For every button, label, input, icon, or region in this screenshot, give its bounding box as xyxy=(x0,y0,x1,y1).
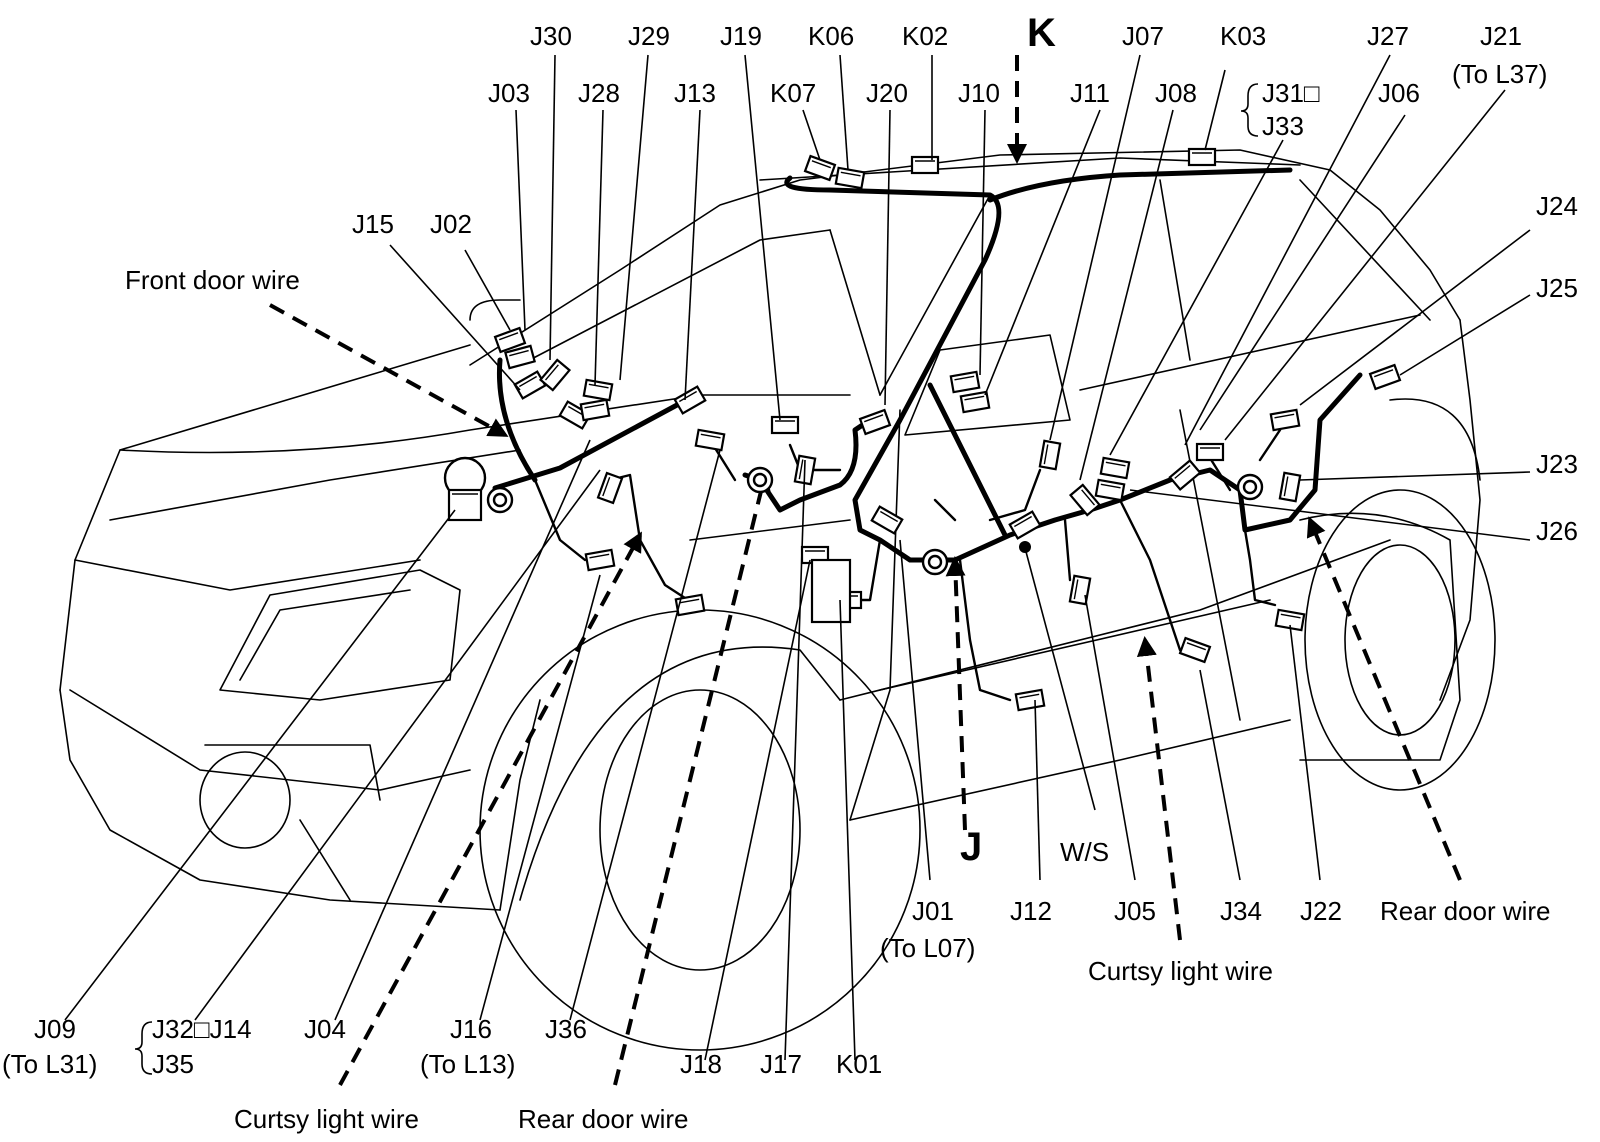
label-j36: J36 xyxy=(545,1014,587,1044)
connector-icon xyxy=(1195,442,1225,462)
connector-icon xyxy=(770,415,800,435)
connector-icon xyxy=(584,548,616,572)
label-j07: J07 xyxy=(1122,21,1164,51)
label-curtsy-light-wire-left: Curtsy light wire xyxy=(234,1104,419,1134)
label-j15: J15 xyxy=(352,209,394,239)
label-to-l37: (To L37) xyxy=(1452,59,1547,89)
connector-icon xyxy=(1178,636,1212,664)
connector-icon xyxy=(1274,608,1306,632)
connector-icon xyxy=(858,408,892,436)
label-k01: K01 xyxy=(836,1049,882,1079)
connector-icon xyxy=(673,385,707,415)
label-front-door-wire: Front door wire xyxy=(125,265,300,295)
label-j30: J30 xyxy=(530,21,572,51)
label-k: K xyxy=(1027,11,1056,55)
label-j08: J08 xyxy=(1155,78,1197,108)
labels: J30 J29 J19 K06 K02 K J07 K03 J27 J21 (T… xyxy=(2,11,1578,1134)
ws-junction-dot xyxy=(1019,541,1031,553)
label-rear-door-wire-left: Rear door wire xyxy=(518,1104,689,1134)
label-j18: J18 xyxy=(680,1049,722,1079)
leader-lines xyxy=(64,54,1531,1061)
label-j33: J33 xyxy=(1262,111,1304,141)
connector-icon xyxy=(1099,456,1131,480)
connector-icon xyxy=(834,166,866,190)
label-j06: J06 xyxy=(1378,78,1420,108)
connector-icon xyxy=(1068,574,1092,606)
label-j32-j14: J32□J14 xyxy=(152,1014,252,1044)
connector-icon xyxy=(579,398,611,422)
label-j13: J13 xyxy=(674,78,716,108)
connector-icon xyxy=(1269,408,1301,432)
label-j03: J03 xyxy=(488,78,530,108)
label-j28: J28 xyxy=(578,78,620,108)
connector-icon xyxy=(1278,471,1302,503)
label-j29: J29 xyxy=(628,21,670,51)
connector-icon xyxy=(1008,510,1042,540)
connectors xyxy=(447,147,1402,712)
connector-icon xyxy=(694,428,726,452)
connector-icon xyxy=(959,390,991,414)
connector-icon xyxy=(1187,147,1217,167)
label-j16: J16 xyxy=(450,1014,492,1044)
label-j22: J22 xyxy=(1300,896,1342,926)
connector-icon xyxy=(1038,439,1062,471)
connector-icon xyxy=(949,370,981,394)
label-j09: J09 xyxy=(34,1014,76,1044)
label-ws: W/S xyxy=(1060,837,1109,867)
label-j25: J25 xyxy=(1536,273,1578,303)
label-j12: J12 xyxy=(1010,896,1052,926)
connector-icon xyxy=(538,358,572,392)
label-j24: J24 xyxy=(1536,191,1578,221)
connector-icon xyxy=(504,344,536,370)
label-k03: K03 xyxy=(1220,21,1266,51)
label-curtsy-light-wire-right: Curtsy light wire xyxy=(1088,956,1273,986)
label-j17: J17 xyxy=(760,1049,802,1079)
label-to-l07: (To L07) xyxy=(880,933,975,963)
label-j34: J34 xyxy=(1220,896,1262,926)
label-j10: J10 xyxy=(958,78,1000,108)
label-j23: J23 xyxy=(1536,449,1578,479)
label-braces xyxy=(134,83,1259,1075)
label-j05: J05 xyxy=(1114,896,1156,926)
connector-icon xyxy=(803,154,837,182)
connector-icon xyxy=(870,505,904,535)
wire-indicator-arrows xyxy=(269,55,1462,1086)
connector-icon xyxy=(1368,363,1402,391)
label-j35: J35 xyxy=(152,1049,194,1079)
grommets xyxy=(443,456,1264,576)
connector-icon xyxy=(1014,688,1046,712)
label-j26: J26 xyxy=(1536,516,1578,546)
label-rear-door-wire-right: Rear door wire xyxy=(1380,896,1551,926)
connector-icon xyxy=(596,471,624,505)
connector-icon xyxy=(910,155,940,175)
label-k07: K07 xyxy=(770,78,816,108)
vehicle-body-outline xyxy=(59,149,1496,1051)
label-j27: J27 xyxy=(1367,21,1409,51)
connector-icon xyxy=(582,378,614,402)
connector-icon xyxy=(513,370,547,400)
label-j19: J19 xyxy=(720,21,762,51)
connector-icon xyxy=(1068,483,1102,517)
label-j21: J21 xyxy=(1480,21,1522,51)
harness-wires xyxy=(492,167,1363,702)
label-j02: J02 xyxy=(430,209,472,239)
connector-icon xyxy=(493,326,527,354)
connector-icon xyxy=(1094,478,1126,502)
label-k06: K06 xyxy=(808,21,854,51)
label-to-l13: (To L13) xyxy=(420,1049,515,1079)
label-j04: J04 xyxy=(304,1014,346,1044)
connector-icon xyxy=(674,593,706,617)
junction-block-icon xyxy=(810,558,852,624)
connector-icon xyxy=(1168,458,1202,492)
label-j: J xyxy=(960,825,982,869)
label-j31: J31□ xyxy=(1262,78,1320,108)
connector-icon xyxy=(447,488,483,522)
label-to-l31: (To L31) xyxy=(2,1049,97,1079)
label-k02: K02 xyxy=(902,21,948,51)
label-j20: J20 xyxy=(866,78,908,108)
label-j01: J01 xyxy=(912,896,954,926)
label-j11: J11 xyxy=(1070,78,1110,108)
